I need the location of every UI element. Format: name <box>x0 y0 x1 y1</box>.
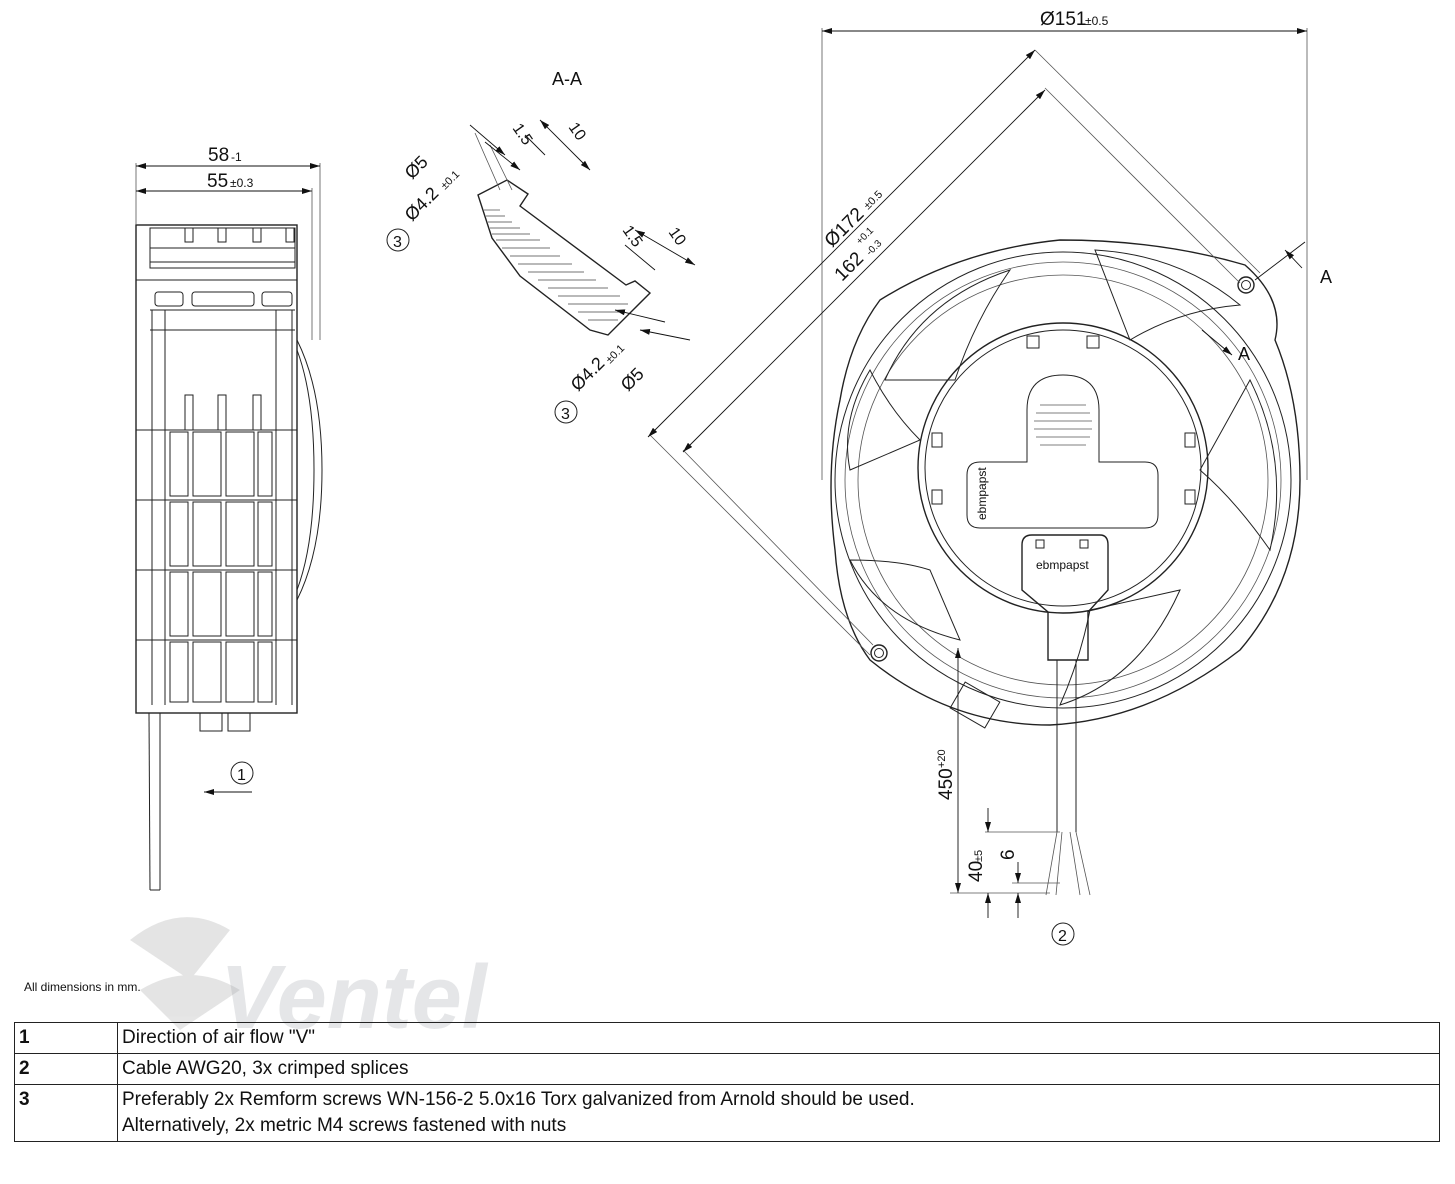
dim-front-diameter: Ø151 <box>1040 9 1086 30</box>
front-dimensions: Ø151 ±0.5 Ø172 ±0.5 162 +0.1 -0.3 A A 45… <box>647 9 1332 918</box>
callout-3-bottom: 3 <box>554 400 578 424</box>
brand-mark-label: ebmpapst <box>975 467 989 520</box>
dim-55: 55 <box>207 171 228 192</box>
svg-text:1: 1 <box>237 767 246 784</box>
legend-number: 2 <box>14 1053 118 1085</box>
svg-text:3: 3 <box>561 406 570 423</box>
dim-hole-inner-bottom-tol: ±0.1 <box>604 343 628 367</box>
dim-55-tol: ±0.3 <box>230 176 254 190</box>
dim-hole-inner-bottom: Ø4.2 <box>567 353 609 395</box>
legend-row: 1 Direction of air flow "V" <box>14 1022 1440 1054</box>
dim-depth-bottom: 10 <box>665 225 689 249</box>
dim-hole-outer-bottom: Ø5 <box>617 364 648 395</box>
dim-strip-length-tol: ±5 <box>973 850 985 862</box>
legend-table: 1 Direction of air flow "V" 2 Cable AWG2… <box>14 1022 1440 1142</box>
side-view <box>135 224 323 891</box>
dim-front-diameter-tol: ±0.5 <box>1085 14 1109 28</box>
section-a-a: Ø5 Ø4.2 ±0.1 1.5 10 1.5 10 Ø4.2 ±0.1 Ø5 <box>401 120 696 395</box>
dim-wall-bottom: 1.5 <box>619 223 646 251</box>
callout-1: 1 <box>230 761 254 785</box>
dim-depth-top: 10 <box>565 120 589 144</box>
dim-hole-inner-top: Ø4.2 <box>401 183 443 225</box>
callout-2: 2 <box>1051 922 1075 946</box>
legend-text: Preferably 2x Remform screws WN-156-2 5.… <box>117 1084 1440 1142</box>
dim-cable-length: 450 <box>936 768 957 800</box>
units-note: All dimensions in mm. <box>24 980 141 994</box>
dim-hole-spacing: 162 <box>831 248 868 285</box>
brand-mark-connector: ebmpapst <box>1036 558 1089 572</box>
side-width-dimensions: 58 -1 55 ±0.3 <box>135 145 321 340</box>
legend-number: 3 <box>14 1084 118 1142</box>
legend-number: 1 <box>14 1022 118 1054</box>
section-mark-bottom: A <box>1238 344 1250 364</box>
dim-cable-length-tol: +20 <box>936 749 948 768</box>
dim-58-tol: -1 <box>231 150 242 164</box>
dim-strip-length: 40 <box>966 861 987 882</box>
dim-58: 58 <box>208 145 229 166</box>
svg-text:3: 3 <box>393 234 402 251</box>
legend-row: 3 Preferably 2x Remform screws WN-156-2 … <box>14 1084 1440 1142</box>
svg-text:2: 2 <box>1058 928 1067 945</box>
front-view: ebmpapst ebmpapst <box>830 239 1301 896</box>
dim-wall-top: 1.5 <box>509 121 536 149</box>
section-label: A-A <box>552 69 582 89</box>
dim-hole-inner-top-tol: ±0.1 <box>439 169 463 193</box>
dim-hole-circle-tol: ±0.5 <box>862 189 886 213</box>
legend-text: Direction of air flow "V" <box>117 1022 1440 1054</box>
legend-row: 2 Cable AWG20, 3x crimped splices <box>14 1053 1440 1085</box>
dim-splice-length: 6 <box>998 849 1019 860</box>
legend-text: Cable AWG20, 3x crimped splices <box>117 1053 1440 1085</box>
callout-3-top: 3 <box>386 228 410 252</box>
section-mark-top: A <box>1320 267 1332 287</box>
dim-hole-outer-top: Ø5 <box>401 152 432 183</box>
